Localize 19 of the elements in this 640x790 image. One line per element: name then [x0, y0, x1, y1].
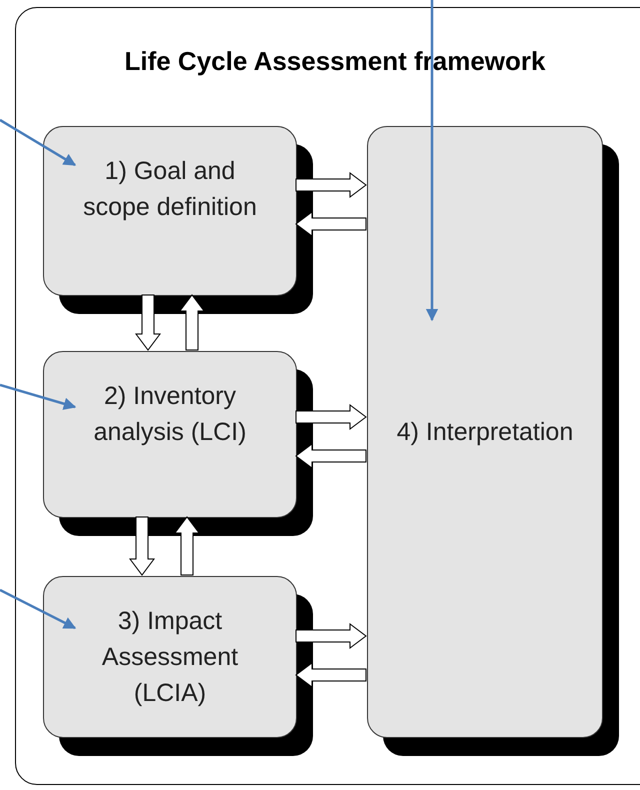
- block-arrow: [179, 294, 205, 350]
- block-arrow: [129, 516, 155, 576]
- block-arrow: [296, 623, 367, 649]
- block-arrow: [296, 172, 367, 198]
- pointer-arrow: [0, 118, 76, 166]
- pointer-arrow: [426, 0, 438, 322]
- box-label: 2) Inventory analysis (LCI): [92, 381, 248, 448]
- block-arrow: [296, 404, 367, 430]
- pointer-arrow: [0, 384, 76, 410]
- block-arrow: [295, 211, 366, 237]
- frame-panel: [15, 7, 640, 785]
- pointer-arrow: [0, 588, 76, 630]
- block-arrow: [174, 516, 200, 576]
- block-arrow: [295, 662, 366, 688]
- box-label: 4) Interpretation: [396, 417, 574, 448]
- block-arrow: [135, 294, 161, 351]
- box-label: 3) Impact Assessment (LCIA): [100, 606, 240, 709]
- box-label: 1) Goal and scope definition: [82, 156, 258, 223]
- block-arrow: [295, 443, 366, 469]
